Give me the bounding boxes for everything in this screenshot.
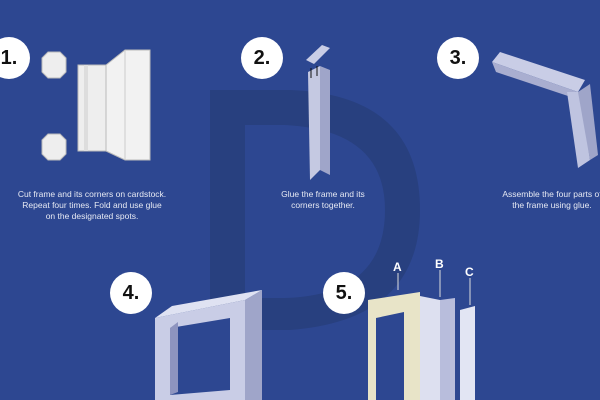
step-5-badge: 5. [323, 272, 365, 314]
step1-template-illustration [41, 49, 151, 161]
step-1-caption: Cut frame and its corners on cardstock.R… [17, 189, 167, 221]
part-label-a: A [393, 260, 402, 274]
step5-illustration [368, 270, 475, 400]
step4-illustration [155, 290, 262, 400]
step3-illustration [492, 52, 598, 168]
step-2-badge: 2. [241, 37, 283, 79]
step-3-badge: 3. [437, 37, 479, 79]
step2-illustration [306, 45, 330, 180]
part-label-b: B [435, 257, 444, 271]
part-label-c: C [465, 265, 474, 279]
step-4-badge: 4. [110, 272, 152, 314]
